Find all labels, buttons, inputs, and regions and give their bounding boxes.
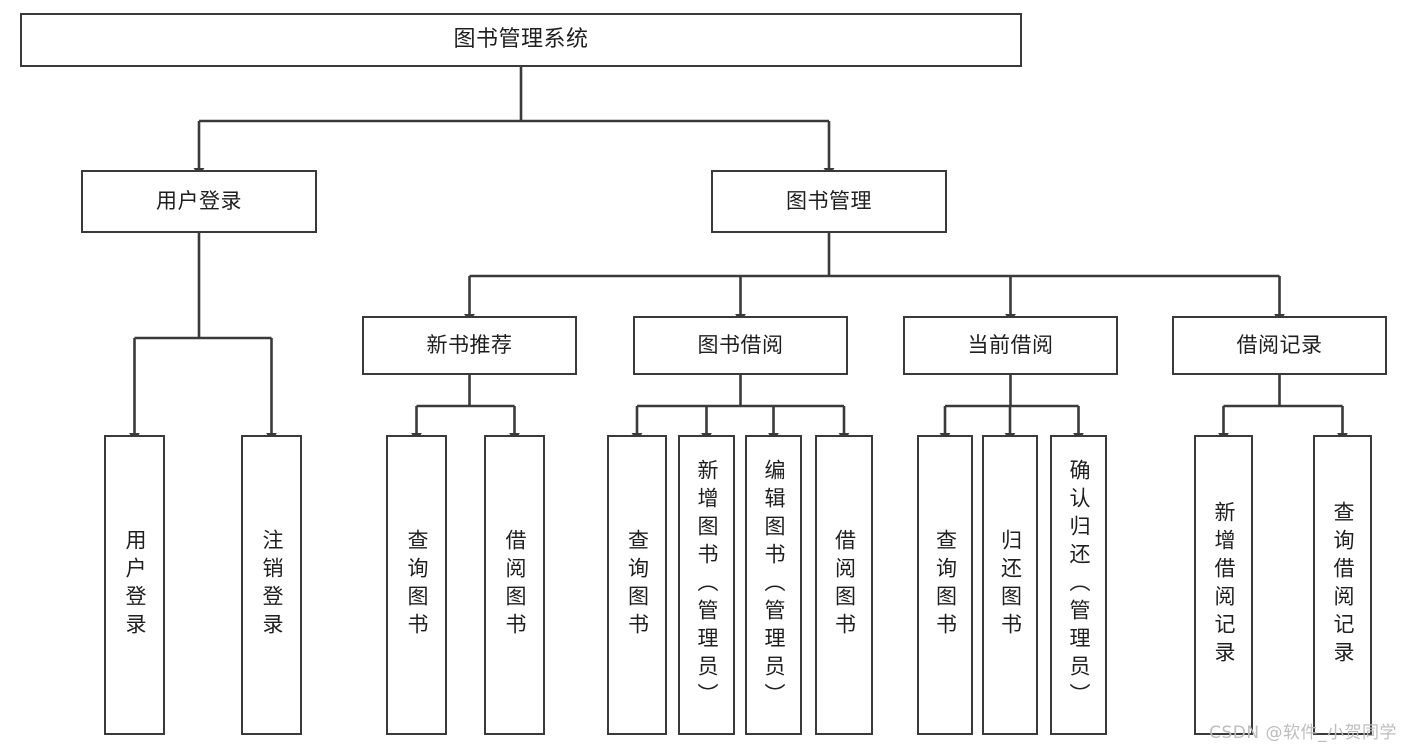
node-label: 借阅图书 — [832, 529, 857, 641]
node-label: 查询图书 — [405, 529, 429, 641]
node-label: 图书借阅 — [697, 333, 784, 358]
node-label: 归还图书 — [998, 529, 1023, 641]
node-label: 查询借阅记录 — [1331, 501, 1355, 669]
node-label: 注销登录 — [260, 529, 284, 641]
node-label: 当前借阅 — [967, 333, 1054, 358]
node-label: 查询图书 — [625, 529, 650, 641]
node-l3-b2[interactable]: 借阅图书 — [484, 435, 545, 735]
node-root[interactable]: 图书管理系统 — [20, 13, 1022, 67]
node-l3-c2[interactable]: 新增图书（管理员） — [678, 435, 735, 735]
node-l3-d2[interactable]: 归还图书 — [982, 435, 1038, 735]
node-label: 借阅记录 — [1236, 333, 1323, 358]
node-label: 新增图书（管理员） — [695, 459, 719, 711]
node-l3-c4[interactable]: 借阅图书 — [815, 435, 873, 735]
node-l2-record[interactable]: 借阅记录 — [1172, 316, 1387, 375]
node-l3-b1[interactable]: 查询图书 — [386, 435, 447, 735]
node-l2-newbook[interactable]: 新书推荐 — [362, 316, 577, 375]
node-label: 图书管理系统 — [453, 27, 589, 53]
node-l3-a2[interactable]: 注销登录 — [241, 435, 302, 735]
node-label: 新增借阅记录 — [1212, 501, 1236, 669]
node-l3-c3[interactable]: 编辑图书（管理员） — [745, 435, 802, 735]
node-l3-d1[interactable]: 查询图书 — [917, 435, 973, 735]
node-label: 用户登录 — [156, 189, 242, 214]
node-l3-e2[interactable]: 查询借阅记录 — [1313, 435, 1372, 735]
node-label: 借阅图书 — [503, 529, 527, 641]
node-l1-login[interactable]: 用户登录 — [81, 170, 317, 233]
node-label: 查询图书 — [933, 529, 958, 641]
node-label: 确认归还（管理员） — [1067, 459, 1091, 711]
node-l3-c1[interactable]: 查询图书 — [607, 435, 667, 735]
node-l3-a1[interactable]: 用户登录 — [104, 435, 165, 735]
node-label: 新书推荐 — [426, 333, 513, 358]
node-l3-e1[interactable]: 新增借阅记录 — [1194, 435, 1253, 735]
node-l2-current[interactable]: 当前借阅 — [903, 316, 1118, 375]
node-label: 编辑图书（管理员） — [762, 459, 786, 711]
node-l2-borrow[interactable]: 图书借阅 — [633, 316, 848, 375]
node-l1-manage[interactable]: 图书管理 — [711, 170, 947, 233]
node-label: 图书管理 — [786, 189, 872, 214]
node-l3-d3[interactable]: 确认归还（管理员） — [1050, 435, 1107, 735]
node-label: 用户登录 — [123, 529, 147, 641]
